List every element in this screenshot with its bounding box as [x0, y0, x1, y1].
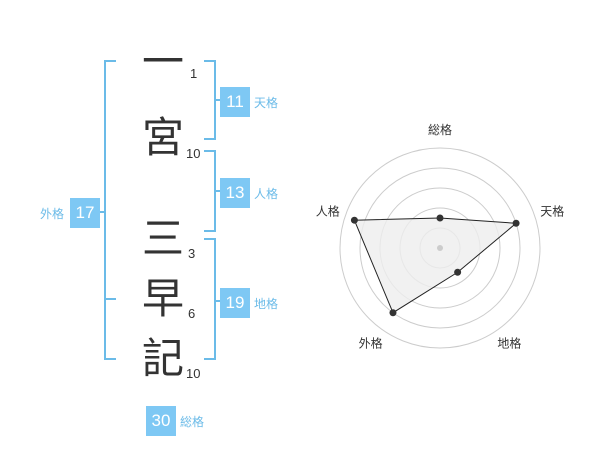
soukaku-label: 総格 — [180, 415, 205, 429]
gaikaku-bracket — [104, 60, 116, 360]
name-char-1: 一 — [141, 37, 184, 86]
radar-point-1 — [436, 214, 444, 222]
radar-ring-5 — [339, 147, 541, 349]
tenkaku-badge: 11 — [220, 87, 250, 117]
radar-point-3 — [454, 268, 462, 276]
radar-center-dot — [437, 245, 443, 251]
radar-axis-label-1: 総格 — [428, 122, 452, 137]
chikaku-bracket — [204, 238, 216, 360]
radar-axis-label-4: 外格 — [359, 335, 383, 350]
radar-point-2 — [512, 219, 520, 227]
stroke-count-3: 3 — [188, 246, 196, 261]
tenkaku-label: 天格 — [254, 96, 279, 110]
jinkaku-badge: 13 — [220, 178, 250, 208]
soukaku-badge: 30 — [146, 406, 176, 436]
stroke-count-5: 10 — [186, 366, 201, 381]
radar-axis-label-2: 天格 — [540, 204, 564, 219]
name-char-5: 記 — [141, 334, 184, 383]
gaikaku-label: 外格 — [40, 207, 65, 221]
tenkaku-connector — [214, 99, 222, 101]
jinkaku-connector — [214, 190, 222, 192]
name-char-4: 早 — [141, 274, 184, 323]
radar-area — [353, 217, 518, 314]
name-char-3: 三 — [141, 214, 184, 263]
gaikaku-badge: 17 — [70, 198, 100, 228]
stroke-count-2: 10 — [186, 146, 201, 161]
chikaku-label: 地格 — [254, 297, 279, 311]
chikaku-connector — [214, 300, 222, 302]
radar-axis-label-3: 地格 — [497, 335, 521, 350]
stroke-count-4: 6 — [188, 306, 196, 321]
radar-point-4 — [389, 309, 397, 317]
gaikaku-bracket-tick — [104, 298, 116, 300]
radar-axis-label-5: 人格 — [316, 204, 340, 219]
chikaku-badge: 19 — [220, 288, 250, 318]
radar-points — [350, 214, 520, 317]
jinkaku-label: 人格 — [254, 187, 279, 201]
radar-point-5 — [350, 216, 358, 224]
name-char-2: 宮 — [141, 113, 184, 162]
radar-ring-4 — [359, 167, 521, 329]
stroke-count-1: 1 — [190, 66, 198, 81]
gaikaku-connector — [94, 211, 106, 213]
